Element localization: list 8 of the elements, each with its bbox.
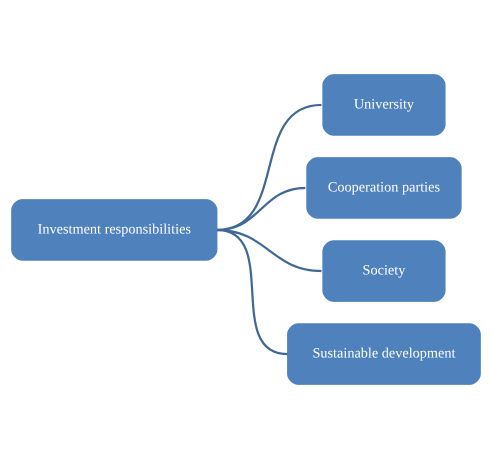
node-box: Society xyxy=(322,240,446,302)
connector xyxy=(216,186,306,232)
connector xyxy=(216,104,322,232)
node-box: Cooperation parties xyxy=(306,157,462,219)
node-box: Sustainable development xyxy=(287,323,481,385)
node-box: University xyxy=(322,74,446,136)
connector xyxy=(216,228,288,356)
node-box: Investment responsibilities xyxy=(11,199,218,261)
